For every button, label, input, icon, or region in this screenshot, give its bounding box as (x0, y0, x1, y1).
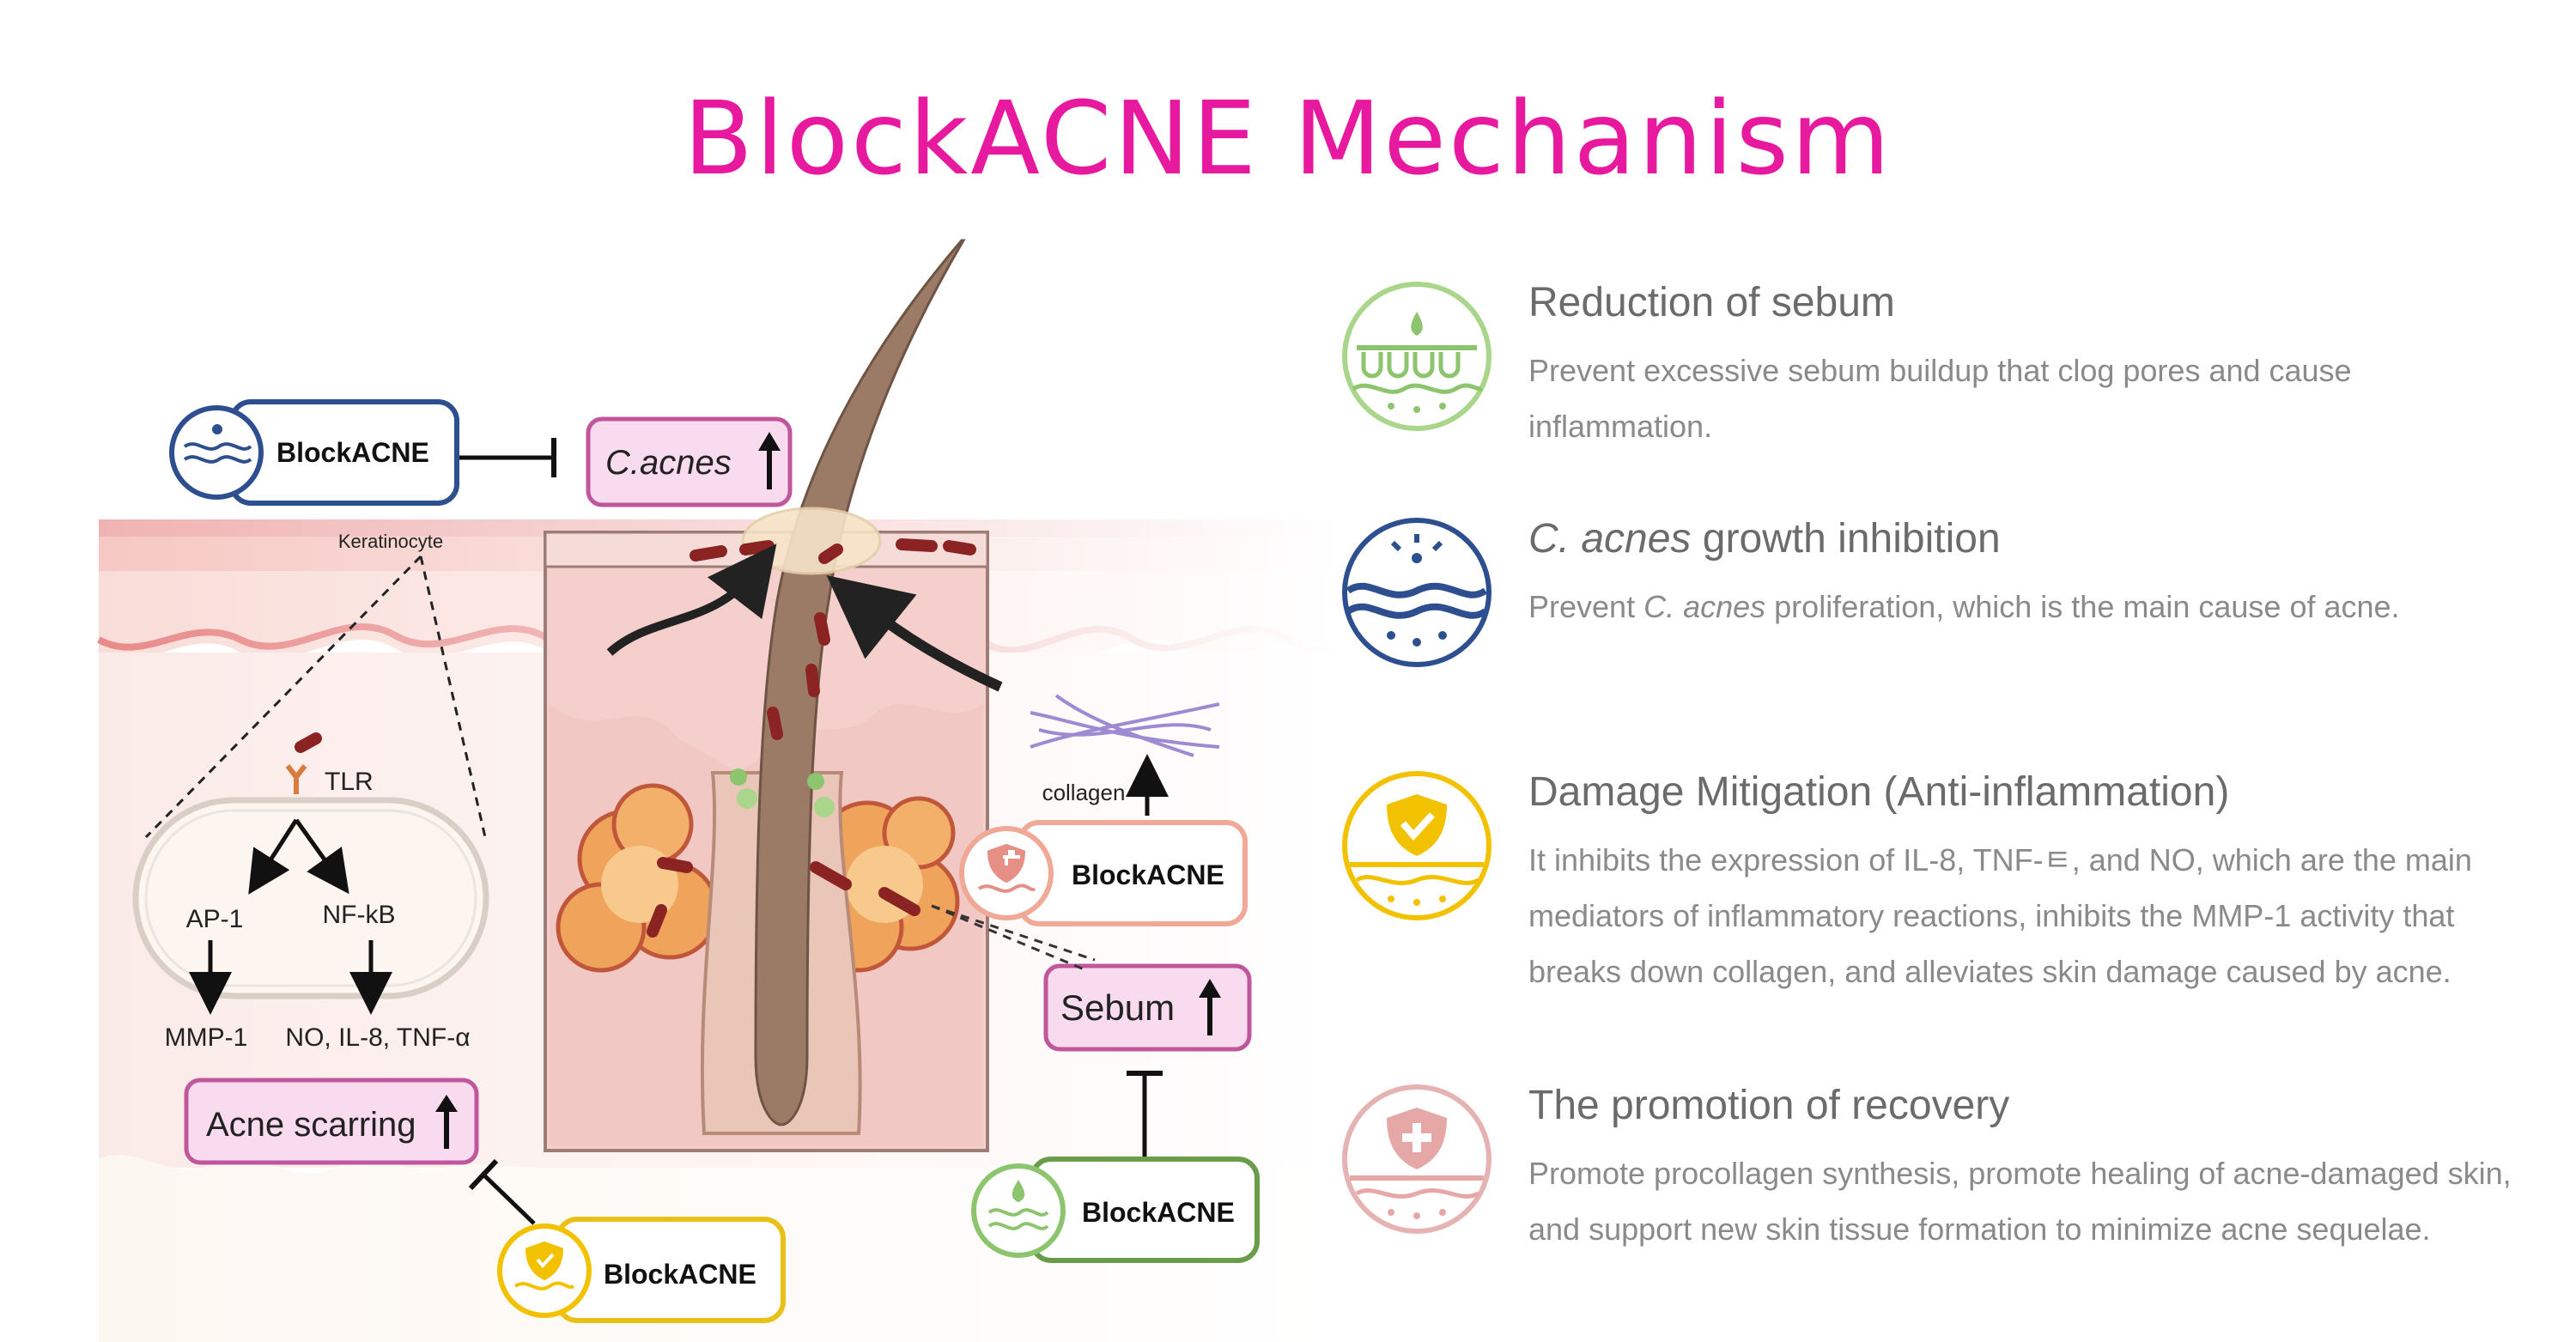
blockacne-badge-yellow: BlockACNE (497, 1217, 786, 1323)
ap1-label: AP-1 (186, 905, 244, 933)
keratinocyte-label: Keratinocyte (338, 531, 443, 552)
collagen-label: collagen (1042, 780, 1126, 805)
svg-text:Sebum: Sebum (1060, 987, 1175, 1028)
svg-text:BlockACNE: BlockACNE (1082, 1197, 1235, 1228)
feature-title: C. acnes growth inhibition (1528, 515, 2001, 562)
feature-description: It inhibits the expression of IL-8, TNF-… (1528, 842, 2472, 989)
acne-scarring-box: Acne scarring (184, 1078, 479, 1165)
up-arrow-icon (758, 432, 781, 489)
up-arrow-icon (1199, 979, 1221, 1035)
svg-text:Acne scarring: Acne scarring (206, 1106, 416, 1144)
bacteria-wave-icon (183, 424, 252, 464)
shield-cross-icon (1342, 1084, 1492, 1234)
blockacne-badge-green: BlockACNE (971, 1157, 1260, 1263)
feature-title-italic: C. acnes (1528, 516, 1692, 562)
keratinocyte-cell (132, 797, 489, 999)
feature-title: Damage Mitigation (Anti-inflammation) (1528, 769, 2230, 815)
c-acnes-box: C.acnes (586, 416, 793, 507)
page-title: BlockACNE Mechanism (683, 79, 1893, 197)
sebaceous-gland-left (556, 783, 720, 973)
shield-check-icon (1342, 771, 1492, 920)
sebum-box: Sebum (1043, 963, 1252, 1052)
blockacne-badge-pink: BlockACNE (959, 820, 1248, 926)
hair-follicle (295, 239, 1003, 1152)
svg-text:BlockACNE: BlockACNE (1072, 859, 1224, 890)
shield-check-icon (513, 1241, 575, 1290)
feature-title: Reduction of sebum (1528, 280, 1895, 325)
up-arrow-icon (435, 1095, 458, 1149)
desc-before: Prevent (1528, 589, 1644, 624)
bacteria-wave-icon (1342, 518, 1492, 667)
feature-description: Prevent C. acnes proliferation, which is… (1528, 579, 2542, 635)
nfkb-label: NF-kB (323, 901, 396, 929)
feature-description: Prevent excessive sebum buildup that clo… (1528, 353, 2352, 444)
svg-text:C.acnes: C.acnes (605, 444, 732, 482)
mediators-label: NO, IL-8, TNF-α (285, 1023, 470, 1052)
desc-italic: C. acnes (1643, 589, 1766, 624)
svg-text:BlockACNE: BlockACNE (276, 437, 429, 468)
desc-after: proliferation, which is the main cause o… (1765, 589, 2400, 624)
feature-title: The promotion of recovery (1528, 1083, 2010, 1128)
feature-title-rest: growth inhibition (1691, 516, 2001, 562)
acne-mechanism-diagram: Keratinocyte TLR AP-1 NF-kB MMP-1 NO, IL… (97, 239, 1340, 1342)
sebum-drop-icon (1342, 282, 1492, 431)
collagen-fibers (1030, 694, 1220, 757)
feature-description: Promote procollagen synthesis, promote h… (1528, 1156, 2512, 1247)
blockacne-badge-blue: BlockACNE (169, 399, 459, 506)
tlr-receptor-icon (285, 764, 307, 794)
tlr-label: TLR (325, 768, 374, 796)
svg-text:BlockACNE: BlockACNE (604, 1259, 756, 1290)
sebum-drop-icon (987, 1180, 1049, 1230)
mmp1-label: MMP-1 (165, 1023, 248, 1052)
